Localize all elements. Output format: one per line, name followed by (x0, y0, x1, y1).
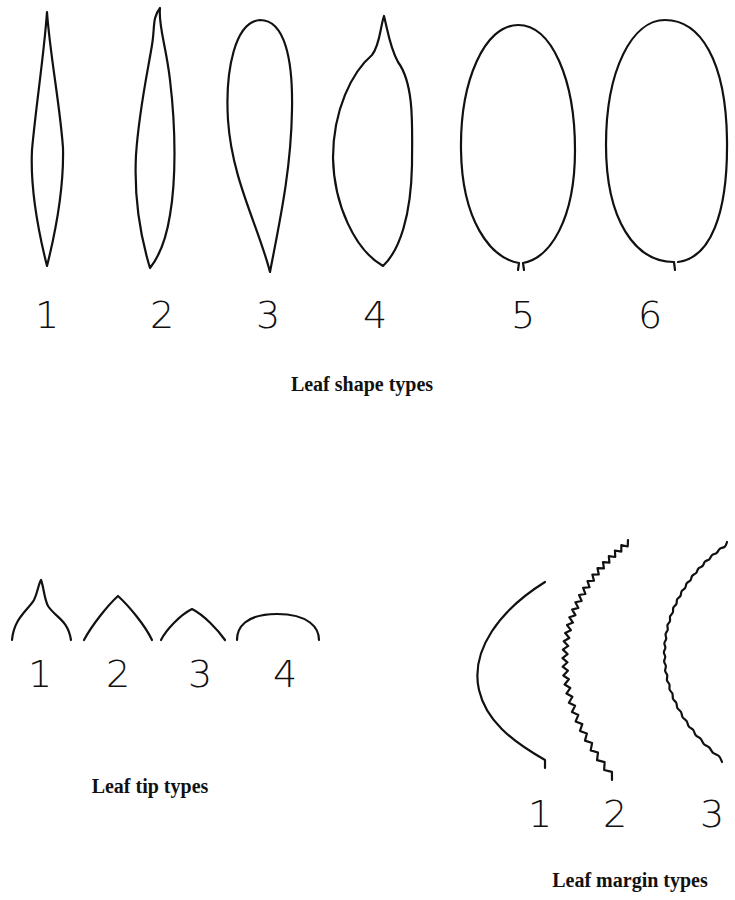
leaf-tip-outline (161, 609, 225, 640)
callout-number: 4 (363, 296, 387, 334)
leaf-tip-outline (12, 580, 71, 640)
callout-number: 5 (511, 296, 535, 334)
leaf-margin-outline (477, 582, 545, 768)
leaf-shape-outline (32, 12, 63, 266)
callout-number: 2 (106, 655, 130, 693)
callout-number: 1 (28, 655, 52, 693)
callout-number: 3 (700, 795, 724, 833)
leaf-shape-outline (227, 20, 292, 272)
callout-number: 1 (35, 296, 59, 334)
callout-number: 2 (150, 296, 174, 334)
figure-caption: Leaf tip types (92, 776, 209, 796)
callout-number: 3 (188, 655, 212, 693)
figure-caption: Leaf shape types (291, 374, 433, 394)
leaf-tip-outline (237, 614, 319, 640)
leaf-shape-outline (606, 20, 727, 270)
leaf-shape-outline (136, 8, 175, 268)
callout-number: 3 (256, 296, 280, 334)
leaf-margin-outline (664, 542, 727, 762)
figure-caption: Leaf margin types (552, 870, 708, 890)
callout-number: 4 (273, 655, 297, 693)
leaf-shape-outline (461, 25, 575, 270)
leaf-margin-outline (562, 540, 628, 780)
leaf-shape-outline (333, 16, 412, 266)
callout-number: 6 (638, 296, 662, 334)
callout-number: 1 (528, 795, 552, 833)
leaf-tip-outline (84, 596, 152, 640)
callout-number: 2 (603, 795, 627, 833)
